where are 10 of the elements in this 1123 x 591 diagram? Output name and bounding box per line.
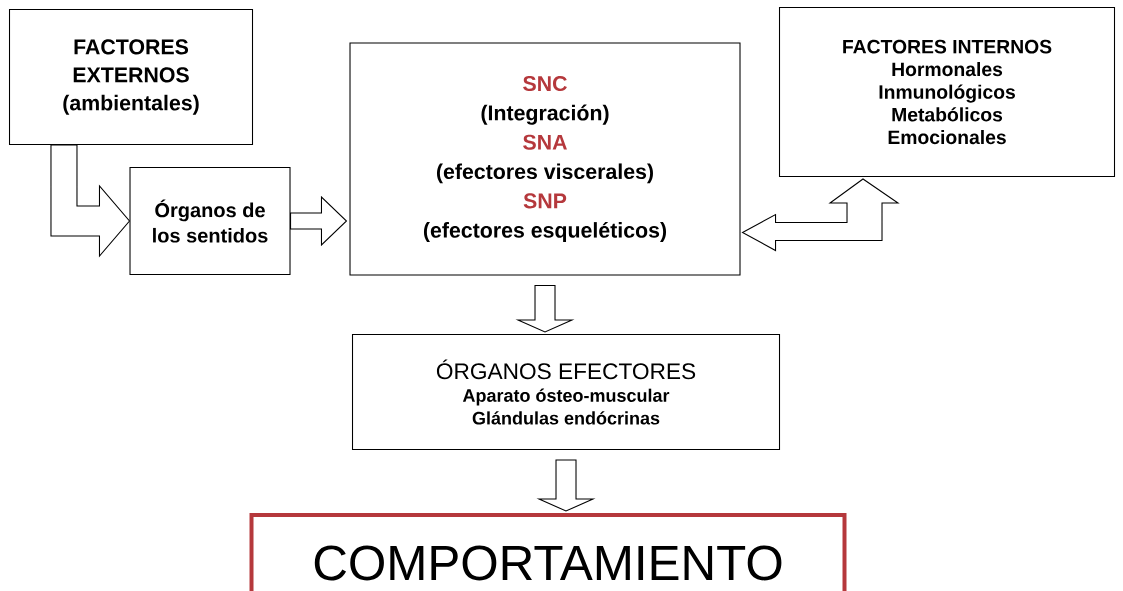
process-box: FACTORES EXTERNOS (ambientales) xyxy=(8,8,254,146)
block-arrow xyxy=(536,459,596,512)
block-arrow xyxy=(50,144,131,258)
process-box: SNC (Integración) SNA (efectores viscerales) SNP (efectores esqueléticos) xyxy=(349,42,741,276)
result-box: COMPORTAMIENTO xyxy=(249,513,847,591)
process-box: FACTORES INTERNOS Hormonales Inmunológicos Metabólicos Emocionales xyxy=(778,6,1116,178)
block-arrow xyxy=(290,195,348,247)
block-arrow xyxy=(515,285,575,333)
process-box: ÓRGANOS EFECTORES Aparato ósteo-muscular Glándulas endócrinas xyxy=(351,333,781,451)
process-box: Órganos de los sentidos xyxy=(129,166,291,276)
